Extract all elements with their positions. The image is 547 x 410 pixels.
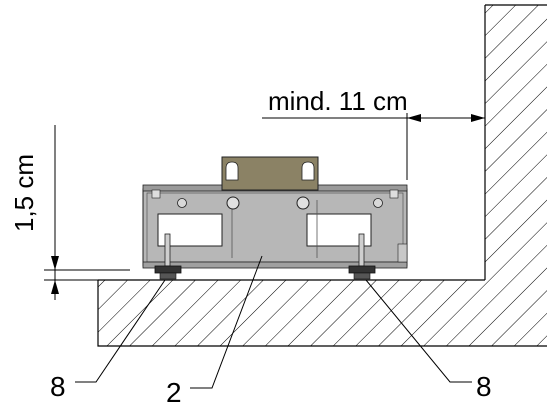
wall <box>484 4 547 280</box>
callout-leaders <box>75 255 472 389</box>
callout-center-body: 2 <box>166 377 182 408</box>
foot-left <box>154 233 182 280</box>
floor <box>97 279 547 347</box>
dimension-vertical <box>44 125 130 300</box>
mounting-bracket <box>221 156 319 210</box>
dimension-horizontal-label: mind. 11 cm <box>268 86 408 116</box>
foot-right <box>348 233 376 280</box>
callout-right-foot: 8 <box>476 371 492 402</box>
dimension-horizontal <box>262 113 485 180</box>
dimension-vertical-label: 1,5 cm <box>9 154 39 232</box>
callout-left-foot: 8 <box>50 371 66 402</box>
device-housing <box>142 184 408 269</box>
